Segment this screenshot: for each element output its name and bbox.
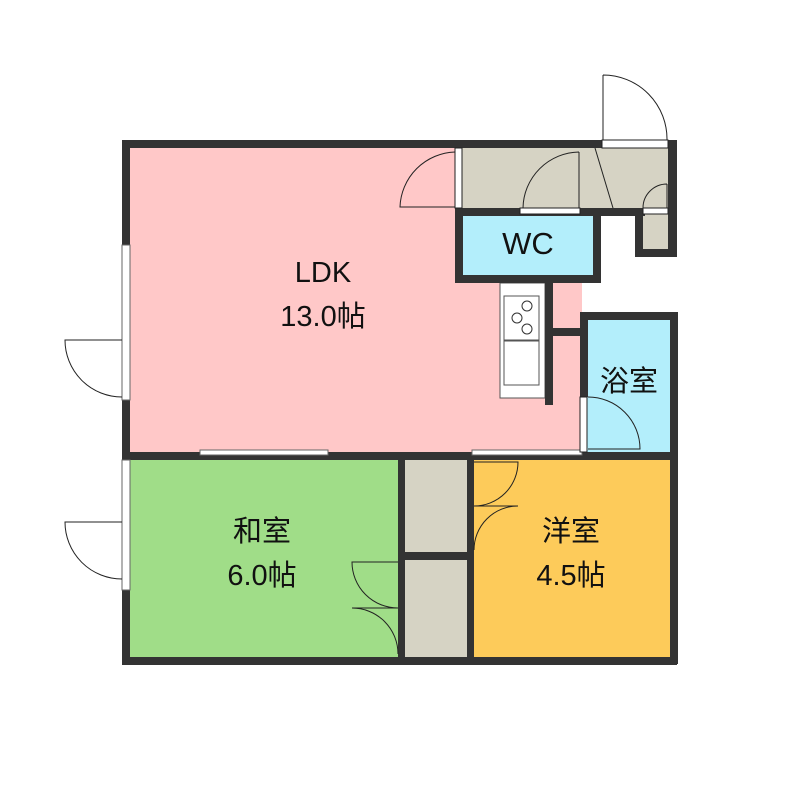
closet-lower: [404, 560, 468, 658]
washitsu-label: 和室 6.0帖: [227, 510, 296, 598]
shoe-closet: [640, 210, 670, 250]
door-closet-lower: [351, 561, 399, 655]
walls: [122, 140, 678, 665]
ldk-name: LDK: [294, 257, 352, 289]
door-ldk-entrance: [399, 151, 456, 208]
yoshitsu-size: 4.5帖: [536, 560, 606, 592]
ldk-label: LDK 13.0帖: [280, 251, 365, 339]
door-shoe-closet: [642, 183, 668, 209]
room-wc: [462, 216, 593, 276]
entrance-floor: [460, 147, 670, 209]
door-exterior-washitsu: [64, 521, 123, 580]
washitsu-size: 6.0帖: [227, 560, 297, 592]
room-washitsu: [129, 459, 399, 658]
doors: [64, 74, 669, 655]
windows: [121, 244, 583, 591]
bath-label: 浴室: [599, 366, 659, 398]
door-wc: [522, 151, 580, 209]
room-bath: [587, 319, 671, 453]
closet-upper: [404, 459, 468, 552]
kitchen-counter: [499, 282, 546, 399]
door-front: [602, 74, 668, 141]
yoshitsu-label: 洋室 4.5帖: [536, 510, 605, 598]
ldk-size: 13.0帖: [280, 301, 366, 333]
washitsu-name: 和室: [232, 516, 292, 548]
door-bath: [587, 396, 641, 450]
room-ldk: [128, 147, 582, 452]
yoshitsu-name: 洋室: [541, 516, 601, 548]
door-yoshitsu-closet: [473, 461, 519, 551]
door-exterior-ldk: [64, 339, 123, 398]
wc-label: WC: [502, 226, 554, 261]
